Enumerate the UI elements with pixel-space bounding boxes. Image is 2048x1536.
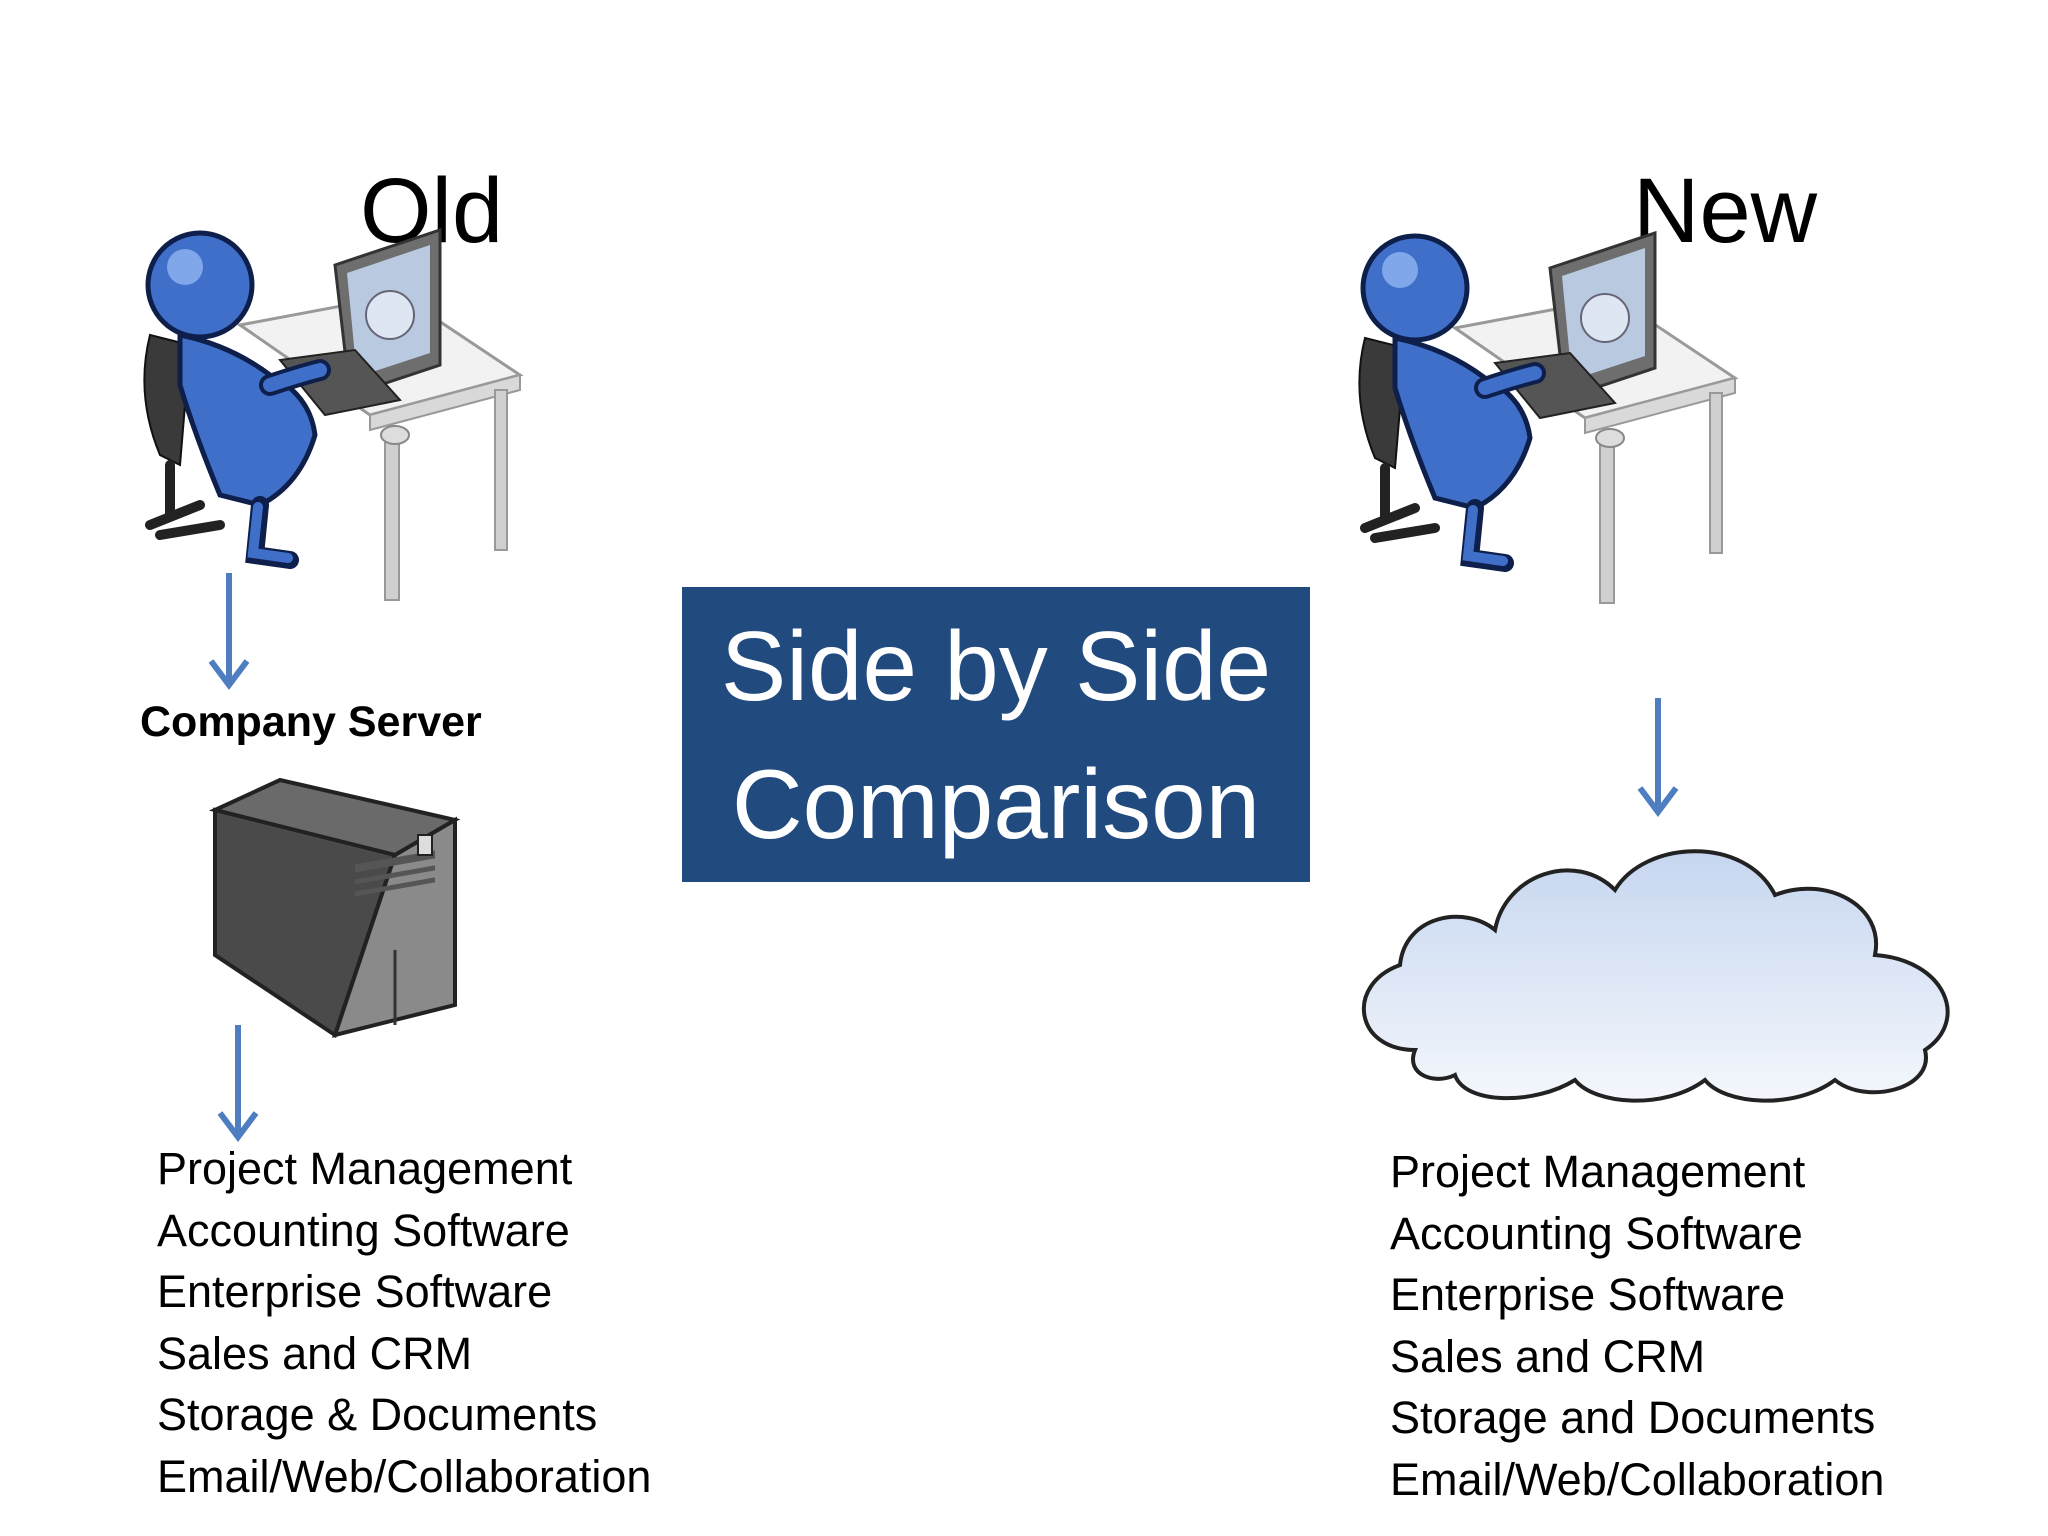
list-item: Email/Web/Collaboration (1390, 1453, 1885, 1505)
list-item: Storage and Documents (1390, 1392, 1876, 1443)
title-line-2: Comparison (731, 748, 1261, 859)
list-item: Project Management (157, 1143, 573, 1194)
list-item: Enterprise Software (157, 1266, 553, 1317)
list-item: Sales and CRM (157, 1327, 473, 1379)
list-item: Project Management (1390, 1146, 1806, 1197)
person-at-computer-icon (1358, 230, 1739, 604)
new-heading: New (1633, 160, 1818, 262)
down-arrow-icon (1637, 698, 1679, 817)
company-server-label: Company Server (140, 698, 482, 746)
old-software-list: Project Management Accounting Software E… (157, 1138, 651, 1507)
person-at-computer-icon (143, 227, 524, 601)
title-box: Side by Side Comparison (682, 587, 1310, 882)
title-line-1: Side by Side (720, 610, 1272, 721)
list-item: Storage & Documents (157, 1389, 598, 1440)
list-item: Accounting Software (157, 1204, 570, 1256)
list-item: Email/Web/Collaboration (157, 1450, 652, 1502)
down-arrow-icon (208, 573, 250, 690)
list-item: Accounting Software (1390, 1207, 1803, 1259)
server-tower-icon (209, 777, 461, 1039)
list-item: Enterprise Software (1390, 1269, 1786, 1320)
cloud-icon (1361, 849, 1950, 1103)
down-arrow-icon (217, 1025, 259, 1142)
new-software-list: Project Management Accounting Software E… (1390, 1141, 1884, 1510)
list-item: Sales and CRM (1390, 1330, 1706, 1382)
